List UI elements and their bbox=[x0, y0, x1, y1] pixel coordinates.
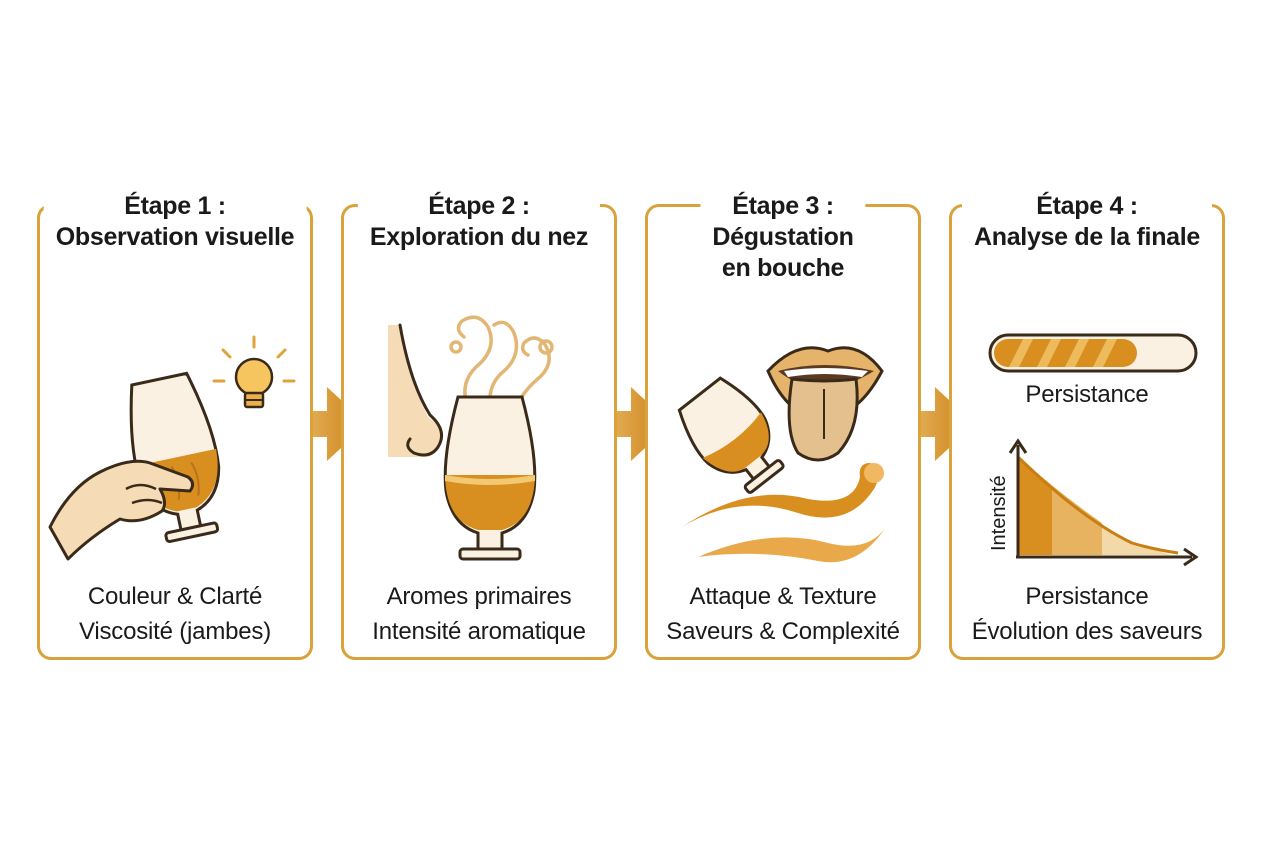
caption-line: Évolution des saveurs bbox=[971, 618, 1203, 645]
step-title: Étape 1 : Observation visuelle bbox=[43, 191, 307, 253]
step-title: Étape 4 : Analyse de la finale bbox=[961, 191, 1213, 253]
step-title: Étape 3 : Dégustation en bouche bbox=[700, 191, 866, 284]
step-name-line2: en bouche bbox=[721, 254, 845, 282]
caption-line: Couleur & Clarté bbox=[87, 583, 263, 610]
mouth-tongue-icon bbox=[766, 346, 884, 462]
step-illustration bbox=[988, 333, 1199, 567]
decay-curve-chart bbox=[1008, 438, 1199, 567]
step-number: Étape 2 : bbox=[428, 192, 530, 220]
step-caption: Couleur & Clarté Viscosité (jambes) bbox=[40, 579, 310, 649]
step-panel-2: Étape 2 : Exploration du nez Aromes prim… bbox=[341, 191, 617, 660]
step-panel-3: Étape 3 : Dégustation en bouche Attaque … bbox=[645, 191, 921, 660]
y-axis-label: Intensité bbox=[988, 475, 1010, 551]
hand-icon bbox=[48, 459, 195, 561]
step-number: Étape 3 : bbox=[732, 192, 834, 220]
liquid-wave-icon bbox=[682, 463, 886, 563]
step-name: Dégustation bbox=[712, 223, 854, 251]
step-illustration bbox=[677, 346, 886, 563]
aroma-swirl-icon bbox=[449, 315, 554, 419]
glencairn-glass-icon bbox=[443, 395, 537, 561]
caption-line: Viscosité (jambes) bbox=[78, 618, 272, 645]
light-bulb-icon bbox=[212, 335, 296, 409]
step-number: Étape 4 : bbox=[1036, 192, 1138, 220]
step-illustration bbox=[48, 335, 296, 561]
step-title: Étape 2 : Exploration du nez bbox=[357, 191, 601, 253]
persistence-label: Persistance bbox=[1025, 381, 1149, 408]
step-name: Exploration du nez bbox=[369, 223, 589, 251]
step-panel-4: Étape 4 : Analyse de la finale bbox=[949, 191, 1225, 660]
step-caption: Aromes primaires Intensité aromatique bbox=[344, 579, 614, 649]
progress-bar bbox=[988, 333, 1198, 373]
caption-line: Saveurs & Complexité bbox=[666, 618, 900, 645]
step-name: Observation visuelle bbox=[55, 223, 295, 251]
step-caption: Persistance Évolution des saveurs bbox=[952, 579, 1222, 649]
step-number: Étape 1 : bbox=[124, 192, 226, 220]
caption-line: Attaque & Texture bbox=[689, 583, 877, 610]
nose-icon bbox=[388, 323, 444, 458]
tilted-glass-icon bbox=[677, 376, 785, 494]
caption-line: Aromes primaires bbox=[386, 583, 572, 610]
caption-line: Persistance bbox=[1025, 583, 1149, 610]
caption-line: Intensité aromatique bbox=[372, 618, 586, 645]
step-panel-1: Étape 1 : Observation visuelle bbox=[37, 191, 313, 660]
step-illustration bbox=[388, 315, 554, 561]
step-name: Analyse de la finale bbox=[973, 223, 1201, 251]
step-caption: Attaque & Texture Saveurs & Complexité bbox=[648, 579, 918, 649]
